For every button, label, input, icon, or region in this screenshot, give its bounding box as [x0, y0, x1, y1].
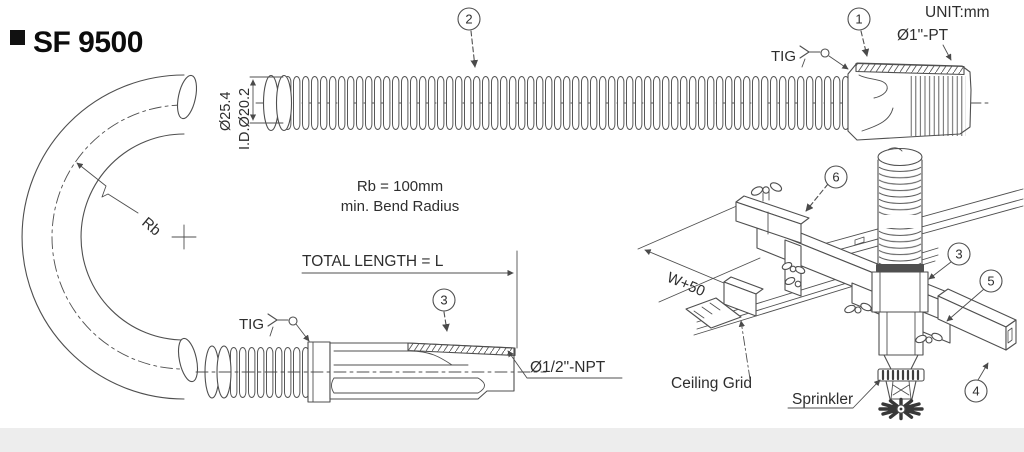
dimension-id-od: Ø25.4 I.D.Ø20.2 [218, 76, 284, 150]
bottom-shade-band [0, 428, 1024, 452]
tig-label: TIG [771, 48, 796, 65]
rb-leader [76, 162, 139, 214]
title-block: SF 9500 [10, 26, 143, 59]
hose-union [871, 271, 929, 313]
total-length-label: TOTAL LENGTH = L [302, 253, 444, 270]
callout-2: 2 [457, 7, 481, 68]
note-bend-radius: Rb = 100mm min. Bend Radius [341, 178, 459, 215]
callout-3-hose: 3 [432, 288, 456, 332]
deflector [878, 397, 924, 421]
callout-1-number: 1 [855, 12, 862, 27]
label-ceiling-grid: Ceiling Grid [671, 320, 752, 392]
callout-6-number: 6 [832, 170, 839, 185]
flexible-hose-top [255, 74, 989, 132]
bar-end-piece [937, 288, 1017, 351]
id-label: I.D.Ø20.2 [237, 88, 253, 150]
bend-outer-arc [21, 74, 185, 400]
callout-3-circle [432, 288, 456, 312]
callout-4-circle [964, 379, 988, 403]
grid-flange [685, 297, 742, 329]
wing-nut-icon [750, 182, 783, 202]
callout-3-number: 3 [955, 247, 962, 262]
page-title: SF 9500 [33, 26, 143, 59]
bend-center-mark [171, 224, 197, 250]
callout-2-number: 2 [465, 12, 472, 27]
svg-text:Ceiling Grid: Ceiling Grid [671, 375, 752, 392]
sprinkler-head [877, 368, 925, 421]
title-bullet [10, 30, 25, 45]
callout-6: 6 [805, 165, 848, 212]
bend-inner-arc [80, 133, 185, 341]
reducer-hex [878, 311, 924, 356]
weld-leader [828, 55, 849, 70]
callout-5-circle [979, 269, 1003, 293]
tig-weld-callout-top: TIG [771, 45, 849, 70]
tig-weld-callout-bottom: TIG [239, 313, 310, 342]
callout-4: 4 [964, 362, 989, 403]
od-label: Ø25.4 [218, 92, 234, 132]
svg-text:Ø1"-PT: Ø1"-PT [897, 27, 949, 44]
end-bracket [723, 182, 810, 317]
thread-hatch-band [407, 342, 516, 357]
pt-thread-label: Ø1"-PT [897, 27, 952, 61]
callout-3-install: 3 [928, 242, 971, 280]
svg-text:Sprinkler: Sprinkler [792, 391, 853, 408]
callout-1-circle [847, 7, 871, 31]
npt-thread-label: Ø1/2"-NPT [507, 350, 623, 379]
hose-collar-ring [876, 264, 924, 272]
callout-6-circle [824, 165, 848, 189]
svg-text:Rb = 100mm: Rb = 100mm [357, 178, 443, 195]
callout-4-number: 4 [972, 384, 979, 399]
svg-text:min. Bend Radius: min. Bend Radius [341, 198, 459, 215]
wing-bolt-icon [915, 332, 943, 344]
callout-5-number: 5 [987, 274, 994, 289]
callout-5: 5 [946, 269, 1003, 322]
bend-centerline-arc [51, 104, 185, 370]
callout-3-circle [947, 242, 971, 266]
hose-detail-view: TIG 1 Ø1"-PT 2 [21, 7, 989, 403]
tig-label: TIG [239, 316, 264, 333]
callout-3-number: 3 [440, 293, 447, 308]
callout-2-circle [457, 7, 481, 31]
unit-label: UNIT:mm [925, 4, 990, 21]
weld-leader [295, 323, 310, 342]
dimension-total-length: TOTAL LENGTH = L [301, 250, 518, 349]
label-sprinkler: Sprinkler [787, 379, 881, 409]
riser-hose [871, 147, 929, 370]
callout-1: 1 [847, 7, 871, 57]
pt-fitting [847, 62, 972, 141]
wing-bolt-icon [781, 262, 806, 288]
thread-hatch-band [855, 62, 965, 76]
svg-text:Ø1/2"-NPT: Ø1/2"-NPT [530, 359, 606, 376]
wing-bolt-icon [844, 302, 872, 314]
flexible-hose-bottom [204, 345, 310, 400]
